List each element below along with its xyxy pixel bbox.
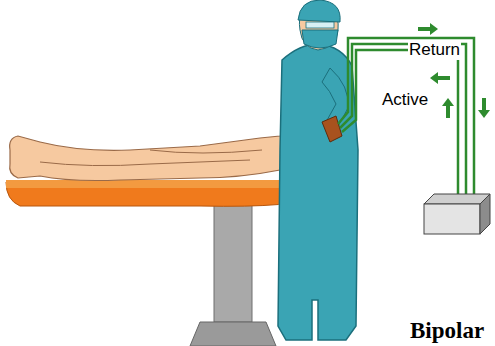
active-label: Active bbox=[381, 90, 429, 110]
surgeon-cap bbox=[298, 0, 340, 22]
electrode-handpiece bbox=[322, 116, 342, 142]
patient-legline bbox=[40, 160, 250, 166]
surgeon-mask bbox=[302, 30, 338, 48]
table-surface bbox=[6, 180, 316, 188]
patient-body bbox=[10, 132, 320, 181]
table-pedestal bbox=[214, 200, 252, 322]
table-base bbox=[190, 322, 276, 346]
generator-top bbox=[424, 194, 490, 204]
return-label: Return bbox=[408, 40, 461, 60]
surgeon-gown bbox=[278, 44, 358, 340]
patient-arm bbox=[150, 150, 262, 153]
surgeon-goggles bbox=[306, 22, 334, 28]
generator-front bbox=[424, 204, 480, 234]
generator-side bbox=[480, 194, 490, 234]
caption: Bipolar bbox=[410, 318, 484, 344]
